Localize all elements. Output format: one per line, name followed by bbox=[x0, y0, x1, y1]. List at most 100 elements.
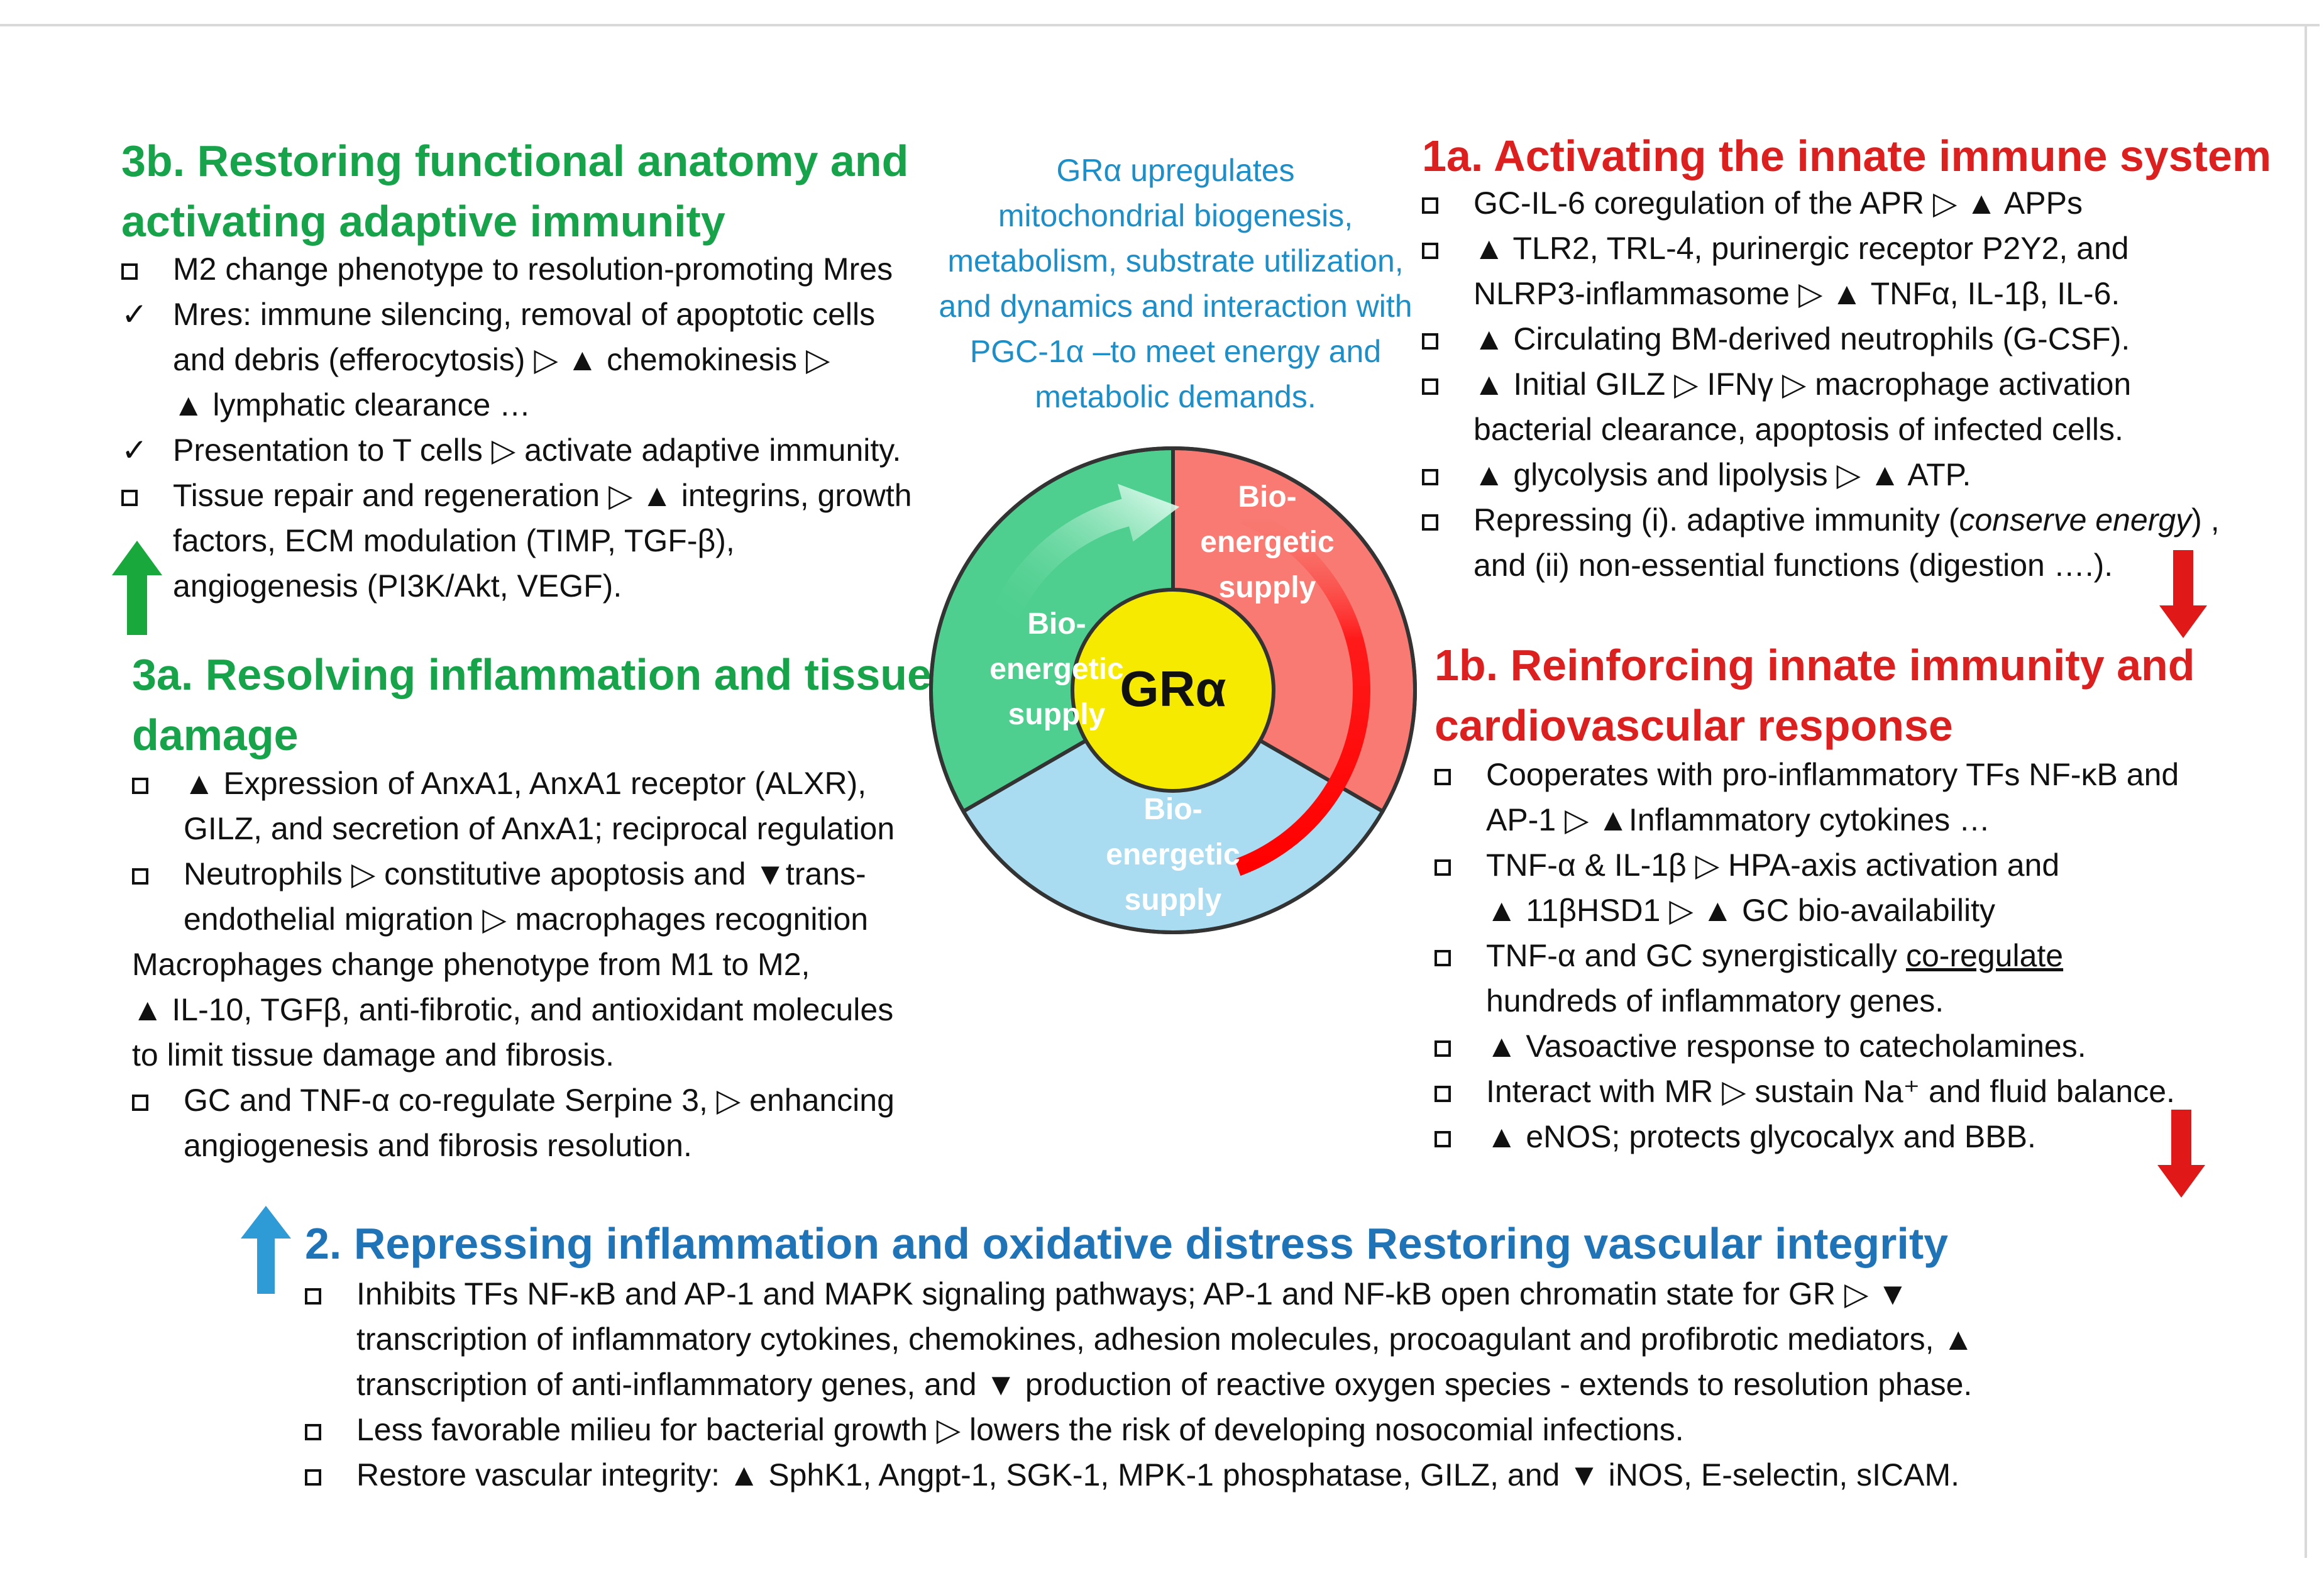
item-line: Neutrophils ▷ constitutive apoptosis and… bbox=[184, 856, 866, 891]
checkmark-bullet-icon: ✓ bbox=[121, 297, 148, 332]
section-1b-list: Cooperates with pro-inflammatory TFs NF-… bbox=[1435, 752, 2302, 1159]
item-line: Macrophages change phenotype from M1 to … bbox=[132, 947, 810, 982]
list-item: Interact with MR ▷ sustain Na⁺ and fluid… bbox=[1435, 1069, 2302, 1114]
list-item: ✓ Mres: immune silencing, removal of apop… bbox=[121, 292, 957, 428]
center-description-line: GRα upregulates bbox=[1056, 153, 1295, 188]
item-line: Inhibits TFs NF-κB and AP-1 and MAPK sig… bbox=[356, 1276, 1908, 1311]
title-line: 1b. Reinforcing innate immunity and bbox=[1435, 641, 2195, 690]
segment-green-label: Bio-energetic supply bbox=[989, 607, 1123, 731]
center-description: GRα upregulates mitochondrial biogenesis,… bbox=[918, 148, 1433, 419]
list-item: Neutrophils ▷ constitutive apoptosis and… bbox=[132, 851, 949, 942]
checkbox-bullet-icon bbox=[1435, 1114, 1472, 1159]
item-line: ▲ glycolysis and lipolysis ▷ ▲ ATP. bbox=[1473, 457, 1971, 492]
item-line: ▲ Initial GILZ ▷ IFNγ ▷ macrophage activ… bbox=[1473, 367, 2132, 402]
list-item: GC and TNF-α co-regulate Serpine 3, ▷ en… bbox=[132, 1078, 949, 1168]
center-description-line: mitochondrial biogenesis, bbox=[998, 198, 1353, 233]
item-line: M2 change phenotype to resolution-promot… bbox=[173, 251, 893, 287]
item-line: Mres: immune silencing, removal of apopt… bbox=[173, 297, 876, 332]
list-item: ▲ Vasoactive response to catecholamines. bbox=[1435, 1023, 2302, 1069]
list-item: TNF-α and GC synergistically co-regulate… bbox=[1435, 933, 2302, 1023]
center-description-line: PGC-1α –to meet energy and bbox=[969, 334, 1382, 369]
checkbox-bullet-icon bbox=[1422, 226, 1460, 271]
section-3b-list: M2 change phenotype to resolution-promot… bbox=[121, 246, 957, 609]
center-description-line: and dynamics and interaction with bbox=[939, 289, 1413, 324]
item-line: bacterial clearance, apoptosis of infect… bbox=[1473, 412, 2123, 447]
item-line: GC and TNF-α co-regulate Serpine 3, ▷ en… bbox=[184, 1083, 895, 1118]
title-line: cardiovascular response bbox=[1435, 701, 1953, 750]
title-line: 2. Repressing inflammation and oxidative… bbox=[305, 1219, 1949, 1268]
section-3a-list: ▲ Expression of AnxA1, AnxA1 receptor (A… bbox=[132, 761, 949, 1168]
center-description-line: metabolic demands. bbox=[1035, 379, 1316, 414]
gr-alpha-core-label: GRα bbox=[1120, 661, 1226, 717]
outer-ring bbox=[929, 446, 1417, 934]
item-line: and debris (efferocytosis) ▷ ▲ chemokine… bbox=[173, 342, 830, 377]
checkbox-bullet-icon bbox=[1422, 316, 1460, 361]
title-line: damage bbox=[132, 710, 299, 759]
list-item: ▲ Initial GILZ ▷ IFNγ ▷ macrophage activ… bbox=[1422, 361, 2302, 452]
green-up-arrow bbox=[112, 541, 162, 635]
segment-label-line: energetic bbox=[989, 653, 1123, 686]
item-line: ▲ Circulating BM-derived neutrophils (G-… bbox=[1473, 321, 2130, 356]
item-line: angiogenesis and fibrosis resolution. bbox=[184, 1128, 692, 1163]
checkbox-bullet-icon bbox=[1422, 452, 1460, 497]
item-line: TNF-α & IL-1β ▷ HPA-axis activation and bbox=[1486, 847, 2060, 883]
title-line: 3a. Resolving inflammation and tissue bbox=[132, 650, 932, 699]
checkmark-bullet-icon: ✓ bbox=[121, 433, 148, 468]
title-line: 1a. Activating the innate immune system bbox=[1422, 131, 2272, 180]
checkbox-bullet-icon bbox=[121, 473, 159, 518]
item-line: Interact with MR ▷ sustain Na⁺ and fluid… bbox=[1486, 1074, 2175, 1109]
item-line: ▲ Vasoactive response to catecholamines. bbox=[1486, 1029, 2086, 1064]
checkbox-bullet-icon bbox=[1435, 1069, 1472, 1114]
list-item: ▲ TLR2, TRL-4, purinergic receptor P2Y2,… bbox=[1422, 226, 2302, 316]
item-line: ▲ TLR2, TRL-4, purinergic receptor P2Y2,… bbox=[1473, 231, 2129, 266]
item-line: Restore vascular integrity: ▲ SphK1, Ang… bbox=[356, 1457, 1960, 1492]
checkbox-bullet-icon bbox=[1435, 842, 1472, 888]
list-item: Restore vascular integrity: ▲ SphK1, Ang… bbox=[305, 1452, 2285, 1498]
section-3a-title: 3a. Resolving inflammation and tissue dam… bbox=[132, 644, 932, 765]
item-line: ▲ IL-10, TGFβ, anti-fibrotic, and antiox… bbox=[132, 992, 894, 1027]
item-line: Tissue repair and regeneration ▷ ▲ integ… bbox=[173, 478, 912, 513]
item-line: ▲ eNOS; protects glycocalyx and BBB. bbox=[1486, 1119, 2036, 1154]
item-line: GC-IL-6 coregulation of the APR ▷ ▲ APPs bbox=[1473, 185, 2083, 221]
list-item: Tissue repair and regeneration ▷ ▲ integ… bbox=[121, 473, 957, 609]
checkbox-bullet-icon bbox=[1422, 180, 1460, 226]
list-item: Macrophages change phenotype from M1 to … bbox=[132, 942, 949, 1078]
checkbox-bullet-icon bbox=[1435, 752, 1472, 797]
red-down-arrow-bottom bbox=[2157, 1110, 2205, 1198]
list-item: Less favorable milieu for bacterial grow… bbox=[305, 1407, 2285, 1452]
list-item: GC-IL-6 coregulation of the APR ▷ ▲ APPs bbox=[1422, 180, 2302, 226]
center-description-line: metabolism, substrate utilization, bbox=[947, 243, 1404, 279]
item-line: AP-1 ▷ ▲Inflammatory cytokines … bbox=[1486, 802, 1991, 837]
title-line: activating adaptive immunity bbox=[121, 197, 725, 246]
italic-term: conserve energy bbox=[1959, 502, 2192, 538]
checkbox-bullet-icon bbox=[1435, 1023, 1472, 1069]
segment-label-line: energetic bbox=[1200, 526, 1334, 559]
frame-right-border bbox=[2305, 24, 2307, 1558]
underlined-term: co-regulate bbox=[1905, 938, 2064, 973]
cycle-arrow-red bbox=[1234, 507, 1370, 876]
item-line: ▲ Expression of AnxA1, AnxA1 receptor (A… bbox=[184, 766, 867, 801]
list-item: ▲ Circulating BM-derived neutrophils (G-… bbox=[1422, 316, 2302, 361]
item-line: hundreds of inflammatory genes. bbox=[1486, 983, 1944, 1018]
segment-label-line: Bio- bbox=[1143, 793, 1202, 826]
segment-label-line: Bio- bbox=[1027, 607, 1086, 641]
list-item: Inhibits TFs NF-κB and AP-1 and MAPK sig… bbox=[305, 1271, 2285, 1407]
checkbox-bullet-icon bbox=[1422, 497, 1460, 543]
list-item: ▲ eNOS; protects glycocalyx and BBB. bbox=[1435, 1114, 2302, 1159]
item-line: endothelial migration ▷ macrophages reco… bbox=[184, 902, 869, 937]
item-line: factors, ECM modulation (TIMP, TGF-β), bbox=[173, 523, 735, 558]
red-down-arrow-top bbox=[2159, 550, 2207, 638]
item-line: NLRP3-inflammasome ▷ ▲ TNFα, IL-1β, IL-6… bbox=[1473, 276, 2120, 311]
segment-label-line: energetic bbox=[1106, 838, 1240, 871]
segment-label-line: supply bbox=[1008, 698, 1106, 731]
segment-label-line: Bio- bbox=[1238, 480, 1296, 514]
cycle-arrow-white bbox=[993, 483, 1180, 619]
list-item: Cooperates with pro-inflammatory TFs NF-… bbox=[1435, 752, 2302, 842]
list-item: TNF-α & IL-1β ▷ HPA-axis activation and▲… bbox=[1435, 842, 2302, 933]
section-1a-title: 1a. Activating the innate immune system bbox=[1422, 126, 2271, 186]
item-line: ▲ lymphatic clearance … bbox=[173, 387, 531, 422]
item-line: transcription of anti-inflammatory genes… bbox=[356, 1367, 1973, 1402]
